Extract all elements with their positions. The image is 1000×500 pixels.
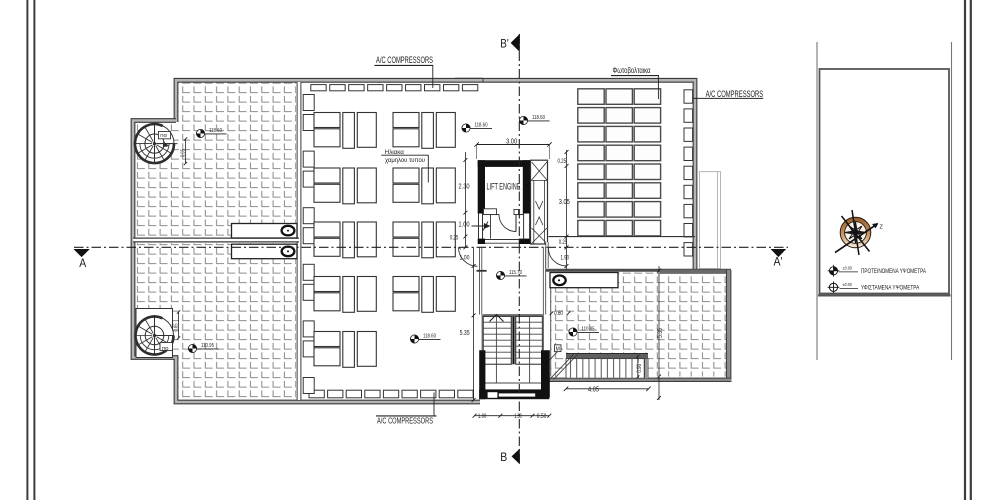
svg-text:ΥΦΙΣΤΑΜΕΝΑ ΥΨΟΜΕΤΡΑ: ΥΦΙΣΤΑΜΕΝΑ ΥΨΟΜΕΤΡΑ — [861, 285, 920, 292]
svg-text:B': B' — [500, 39, 509, 51]
svg-text:A: A — [79, 258, 86, 270]
svg-text:118.60: 118.60 — [532, 115, 545, 121]
svg-text:Ηλιακα: Ηλιακα — [385, 149, 404, 156]
svg-text:A/C COMPRESSORS: A/C COMPRESSORS — [376, 55, 433, 65]
svg-text:ΠΘ: ΠΘ — [160, 133, 167, 138]
svg-text:0.60: 0.60 — [554, 310, 563, 317]
svg-text:LIFT ENGINE: LIFT ENGINE — [487, 182, 521, 192]
svg-text:0.95: 0.95 — [180, 149, 186, 157]
svg-text:110.95: 110.95 — [201, 343, 214, 349]
svg-text:M: M — [556, 347, 560, 353]
svg-text:χαμηλου τυπου: χαμηλου τυπου — [385, 157, 425, 164]
svg-text:1.00: 1.00 — [458, 220, 469, 229]
svg-text:ΠΡΟΤΕΙΝΟΜΕΝΑ ΥΨΟΜΕΤΡΑ: ΠΡΟΤΕΙΝΟΜΕΝΑ ΥΨΟΜΕΤΡΑ — [861, 268, 927, 275]
svg-text:0.25: 0.25 — [450, 234, 459, 241]
svg-text:ΠΘ: ΠΘ — [162, 346, 169, 351]
svg-text:A/C COMPRESSORS: A/C COMPRESSORS — [706, 89, 764, 99]
svg-text:118.60: 118.60 — [209, 128, 222, 134]
svg-text:3.05: 3.05 — [559, 197, 570, 206]
svg-text:1.50: 1.50 — [514, 413, 522, 420]
svg-text:118.60: 118.60 — [423, 334, 436, 340]
svg-text:2.30: 2.30 — [458, 181, 469, 190]
svg-text:0.25: 0.25 — [558, 158, 567, 165]
svg-text:0.90: 0.90 — [636, 363, 643, 372]
svg-text:3.00: 3.00 — [506, 136, 517, 145]
svg-text:B: B — [500, 452, 507, 464]
svg-text:5.35: 5.35 — [460, 330, 470, 337]
svg-text:4.05: 4.05 — [588, 386, 599, 393]
svg-text:Φωτοβολταικα: Φωτοβολταικα — [613, 66, 651, 75]
svg-text:A': A' — [774, 257, 783, 269]
svg-text:0.25: 0.25 — [559, 239, 568, 246]
svg-text:1.00: 1.00 — [478, 413, 487, 420]
svg-text:A/C COMPRESSORS: A/C COMPRESSORS — [377, 415, 433, 425]
svg-text:110.85: 110.85 — [582, 327, 595, 333]
svg-text:5.35: 5.35 — [657, 328, 664, 338]
svg-text:0.85: 0.85 — [173, 323, 179, 331]
svg-text:0.50: 0.50 — [537, 413, 547, 420]
svg-text:118.60: 118.60 — [475, 123, 488, 129]
svg-text:1.90: 1.90 — [561, 255, 570, 262]
svg-text:115.70: 115.70 — [509, 270, 522, 276]
svg-text:1.00: 1.00 — [460, 255, 470, 262]
svg-text:±0.00: ±0.00 — [843, 282, 853, 287]
svg-text:±0.00: ±0.00 — [843, 265, 853, 270]
svg-text:Z: Z — [880, 225, 884, 231]
